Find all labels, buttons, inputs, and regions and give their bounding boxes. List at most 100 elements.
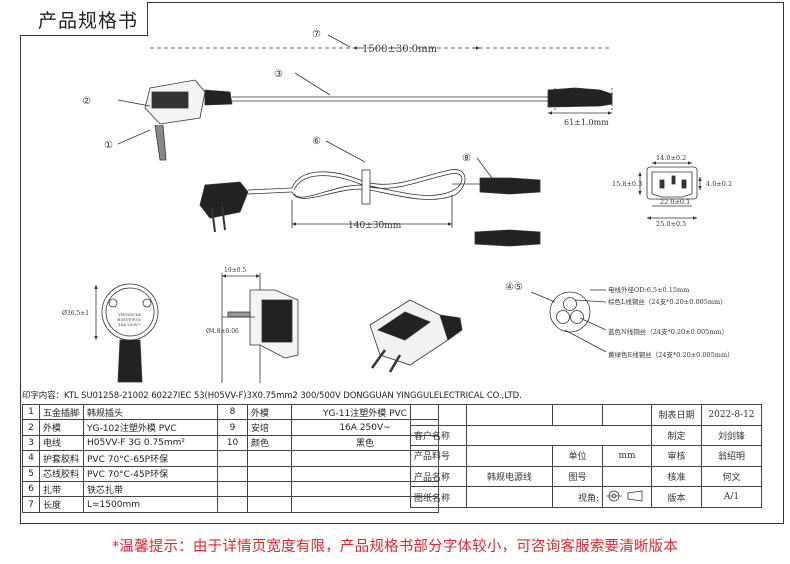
bom-part-name-2 — [247, 496, 292, 513]
bom-part-name: 长度 — [39, 496, 84, 513]
dim-plug-end: 61±1.0mm — [564, 118, 609, 127]
bom-spec: 韩规插头 — [83, 403, 218, 421]
bom-item-no: 1 — [22, 403, 40, 421]
approver-value: 何文 — [701, 465, 762, 488]
part-no-label: 产品料号 — [410, 445, 467, 467]
callout-2: ② — [82, 96, 91, 107]
bom-part-name: 电线 — [39, 434, 84, 452]
title-block: 制表日期 2022-8-12 客户名称 制定 刘剑锋 产品料号 单位 mm 审核… — [410, 404, 762, 508]
dim-pin-dia: Ø4.8±0.06 — [206, 328, 239, 335]
bom-part-name-2 — [247, 465, 292, 482]
connector-face-drawing — [638, 161, 702, 220]
bom-part-name: 扎带 — [39, 480, 84, 498]
main-plug-drawing — [144, 79, 613, 161]
callout-6: ⑥ — [312, 136, 321, 147]
reviewer-value: 翁绍明 — [701, 445, 762, 467]
dim-c13-inner: 22.0±0.1 — [660, 198, 690, 206]
bom-part-name: 五金插脚 — [39, 403, 84, 421]
bom-item-no-2: 9 — [217, 419, 248, 436]
callout-3: ③ — [274, 69, 283, 80]
projection-symbol-cell — [602, 486, 652, 508]
bom-item-no: 2 — [22, 419, 40, 436]
bom-item-no: 3 — [22, 434, 40, 452]
dim-c13-left: 15.8±0.3 — [612, 180, 642, 188]
bom-item-no-2 — [217, 480, 248, 498]
review-label: 审核 — [651, 445, 702, 467]
spec-sheet-frame — [20, 2, 784, 524]
maker-label: 制定 — [651, 424, 702, 447]
unit-label: 单位 — [552, 445, 603, 467]
callout-8: ⑧ — [462, 153, 471, 164]
dim-total-length: 1500±30.0mm — [362, 44, 438, 55]
bom-item-no-2 — [217, 450, 248, 467]
cable-cross-section-drawing — [530, 289, 607, 353]
view-label: 视角: — [552, 486, 603, 508]
bom-spec: YG-102注塑外模 PVC — [83, 419, 218, 436]
bom-spec: PVC 70°C-45P环保 — [83, 465, 218, 482]
bom-spec: H05VV-F 3G 0.75mm² — [83, 434, 218, 452]
bom-spec: L=1500mm — [83, 496, 218, 513]
footer-note: *温馨提示：由于详情页宽度有限，产品规格书部分字体较小，可咨询客服索要清晰版本 — [111, 539, 679, 555]
date-value: 2022-8-12 — [701, 404, 762, 426]
bom-part-name-2: 外模 — [247, 403, 292, 421]
bom-part-name: 芯线胶料 — [39, 465, 84, 482]
drawing-no-label: 图号 — [552, 465, 603, 488]
bom-spec: PVC 70°C-65P环保 — [83, 450, 218, 467]
print-content-line: 印字内容：KTL SU01258-21002 60227IEC 53(H05VV… — [22, 391, 522, 401]
plug-face-text-3: 16A 250V~ — [118, 322, 141, 327]
bom-spec: 铁芯扎带 — [83, 480, 218, 498]
bom-part-name: 护套胶料 — [39, 450, 84, 467]
title-row-part-no: 产品料号 单位 mm 审核 翁绍明 — [410, 445, 762, 467]
bom-item-no-2 — [217, 465, 248, 482]
dim-c13-bottom: 25.0±0.5 — [656, 220, 686, 228]
product-name-value: 韩规电源线 — [466, 465, 553, 488]
callout-7: ⑦ — [312, 29, 321, 40]
title-row-product-name: 产品名称 韩规电源线 图号 核准 何文 — [410, 465, 762, 488]
product-name-label: 产品名称 — [410, 465, 467, 488]
dim-c13-right: 4.0±0.2 — [706, 180, 732, 188]
projection-symbol-icon — [606, 490, 643, 502]
plug-front-drawing — [94, 283, 159, 383]
dim-plug-width: 19±0.5 — [224, 267, 246, 274]
title-row-date: 制表日期 2022-8-12 — [410, 404, 762, 426]
version-value: A/1 — [701, 486, 762, 508]
technical-drawing: ① ② ③ ④⑤ ⑥ ⑦ ⑧ 1500±30.0mm 61±1.0mm 140±… — [62, 29, 734, 383]
bom-item-no-2 — [217, 496, 248, 513]
plug-face-text-1: YINGGULE — [117, 312, 141, 317]
bom-item-no-2: 8 — [217, 403, 248, 421]
dim-cable-loop: 140±30mm — [348, 221, 402, 231]
plug-side-drawing — [221, 273, 299, 383]
drawing-name-label: 图纸名称 — [410, 486, 467, 508]
bom-item-no: 7 — [22, 496, 40, 513]
cable-note-yellow-green: 黄绿色E线铜丝（24支*0.20±0.005mm） — [608, 350, 734, 359]
customer-label: 客户名称 — [410, 424, 467, 447]
title-row-customer: 客户名称 制定 刘剑锋 — [410, 424, 762, 447]
bom-spec-2: 黑色 — [291, 434, 439, 452]
version-label: 版本 — [651, 486, 702, 508]
approve-label: 核准 — [651, 465, 702, 488]
dim-c13-top: 14.0±0.2 — [656, 154, 686, 162]
bom-part-name: 外模 — [39, 419, 84, 436]
bom-part-name-2 — [247, 450, 292, 467]
cable-note-blue: 蓝色N线铜丝（24支*0.20±0.005mm） — [608, 327, 728, 336]
bom-item-no-2: 10 — [217, 434, 248, 452]
bom-item-no: 4 — [22, 450, 40, 467]
customer-value — [466, 424, 652, 447]
bom-part-name-2 — [247, 480, 292, 498]
plug-face-text-2: H05VV-F3G — [117, 317, 141, 322]
bom-part-name-2: 安培 — [247, 419, 292, 436]
bom-item-no: 6 — [22, 480, 40, 498]
callout-45: ④⑤ — [505, 282, 523, 293]
coiled-cord-drawing — [199, 169, 541, 247]
date-label: 制表日期 — [651, 404, 702, 426]
plug-3d-drawing — [369, 299, 463, 373]
unit-value: mm — [602, 445, 652, 467]
cable-note-brown: 棕色L线铜丝（24支*0.20±0.005mm） — [608, 297, 727, 306]
cable-note-od: 电线外径OD:6.5±0.15mm — [608, 285, 689, 294]
